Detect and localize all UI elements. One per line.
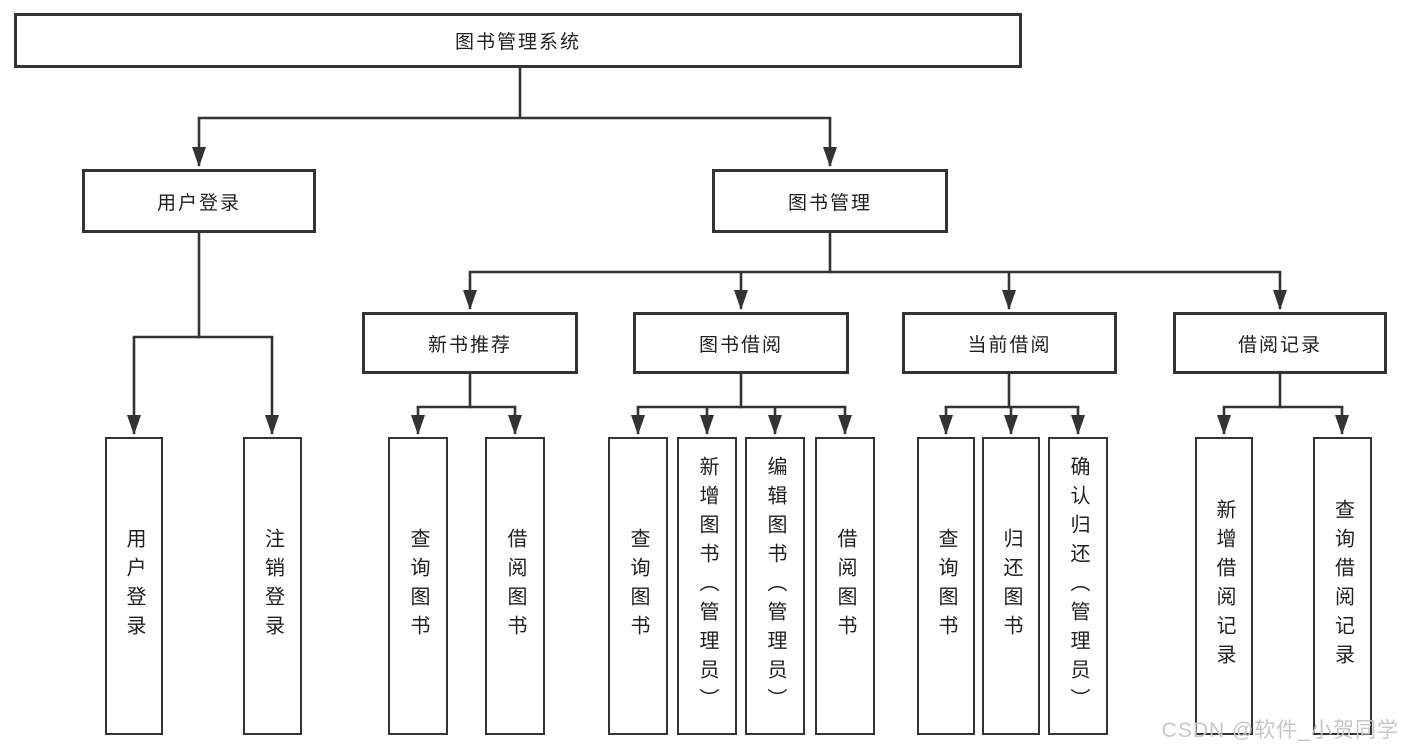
leaf-recommend-borrow-books: 借阅图书 (485, 437, 545, 735)
leaf-logout-login-label: 注销登录 (261, 528, 284, 644)
leaf-borrowing-query-books-label: 查询图书 (627, 528, 649, 644)
leaf-current-return-books-label: 归还图书 (1000, 528, 1022, 644)
node-book-borrowing-label: 图书借阅 (698, 334, 783, 356)
leaf-current-confirm-return-admin: 确认归还（管理员） (1048, 437, 1108, 735)
leaf-borrowing-borrow-books: 借阅图书 (815, 437, 875, 735)
leaf-user-login: 用户登录 (105, 437, 163, 735)
node-borrowing-records: 借阅记录 (1173, 312, 1387, 374)
leaf-current-query-books-label: 查询图书 (935, 528, 957, 644)
leaf-borrowing-add-books-admin: 新增图书（管理员） (677, 437, 737, 735)
node-library-system-label: 图书管理系统 (454, 32, 581, 53)
watermark: CSDN @软件_小贺同学 (1161, 719, 1399, 742)
leaf-borrowing-borrow-books-label: 借阅图书 (834, 528, 856, 644)
leaf-logout-login: 注销登录 (243, 437, 302, 735)
leaf-borrowing-add-books-admin-label: 新增图书（管理员） (696, 455, 718, 717)
leaf-recommend-query-books: 查询图书 (388, 437, 448, 735)
node-borrowing-records-label: 借阅记录 (1237, 334, 1322, 356)
node-book-management: 图书管理 (712, 169, 948, 233)
leaf-borrowing-edit-books-admin: 编辑图书（管理员） (745, 437, 805, 735)
leaf-current-return-books: 归还图书 (982, 437, 1040, 735)
leaf-borrowing-query-books: 查询图书 (608, 437, 668, 735)
leaf-recommend-query-books-label: 查询图书 (407, 528, 429, 644)
node-current-borrowing-label: 当前借阅 (967, 334, 1052, 356)
node-new-book-recommend: 新书推荐 (362, 312, 578, 374)
leaf-current-confirm-return-admin-label: 确认归还（管理员） (1067, 455, 1089, 717)
node-library-system: 图书管理系统 (14, 13, 1022, 68)
leaf-current-query-books: 查询图书 (917, 437, 975, 735)
node-book-borrowing: 图书借阅 (633, 312, 849, 374)
leaf-records-query-record-label: 查询借阅记录 (1331, 499, 1354, 673)
node-user-login: 用户登录 (82, 169, 316, 233)
leaf-records-add-record-label: 新增借阅记录 (1213, 499, 1235, 673)
leaf-user-login-label: 用户登录 (123, 528, 145, 644)
node-user-login-label: 用户登录 (156, 192, 241, 214)
node-current-borrowing: 当前借阅 (902, 312, 1117, 374)
leaf-records-query-record: 查询借阅记录 (1313, 437, 1372, 735)
leaf-recommend-borrow-books-label: 借阅图书 (504, 528, 526, 644)
leaf-borrowing-edit-books-admin-label: 编辑图书（管理员） (764, 455, 786, 717)
node-new-book-recommend-label: 新书推荐 (427, 334, 512, 356)
node-book-management-label: 图书管理 (787, 192, 872, 214)
leaf-records-add-record: 新增借阅记录 (1195, 437, 1253, 735)
